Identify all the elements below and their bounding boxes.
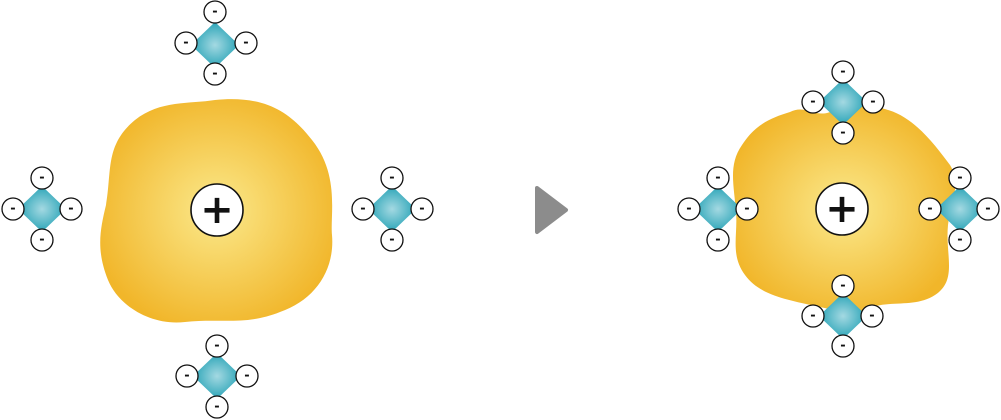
negative-sign: - xyxy=(840,126,845,141)
negative-sign: - xyxy=(869,309,874,324)
molecule-left: - - - - xyxy=(677,166,759,252)
negative-sign: - xyxy=(715,171,720,186)
positive-ion-center: + xyxy=(190,183,244,237)
negative-sign: - xyxy=(744,202,749,217)
negative-sign: - xyxy=(212,5,217,20)
positive-ion-center: + xyxy=(815,182,869,236)
negative-sign: - xyxy=(957,233,962,248)
molecule-top: - - - - xyxy=(174,0,258,86)
negative-sign: - xyxy=(985,202,990,217)
molecule-bottom: - - - - xyxy=(175,334,259,419)
negative-sign: - xyxy=(715,233,720,248)
molecule-right: - - - - xyxy=(351,166,434,252)
negative-sign: - xyxy=(810,95,815,110)
negative-sign: - xyxy=(39,171,44,186)
molecule-right: - - - - xyxy=(918,166,1000,252)
negative-sign: - xyxy=(870,95,875,110)
negative-sign: - xyxy=(244,369,249,384)
negative-sign: - xyxy=(389,233,394,248)
molecule-bottom: - - - - xyxy=(801,274,884,358)
molecule-left: - - - - xyxy=(1,166,83,252)
negative-sign: - xyxy=(840,279,845,294)
negative-sign: - xyxy=(214,400,219,415)
negative-sign: - xyxy=(183,36,188,51)
negative-sign: - xyxy=(957,171,962,186)
negative-sign: - xyxy=(184,369,189,384)
negative-sign: - xyxy=(10,202,15,217)
negative-sign: - xyxy=(686,202,691,217)
panel-after: + - - - - - - - - - - - - - - - xyxy=(677,60,1000,358)
negative-sign: - xyxy=(39,233,44,248)
negative-sign: - xyxy=(360,202,365,217)
positive-sign: + xyxy=(200,187,234,233)
panel-before: + - - - - - - - - - - - - - - - xyxy=(1,0,434,419)
molecule-top: - - - - xyxy=(801,60,885,145)
negative-sign: - xyxy=(840,65,845,80)
transition-arrow-icon xyxy=(535,186,568,234)
negative-sign: - xyxy=(68,202,73,217)
negative-sign: - xyxy=(243,36,248,51)
positive-sign: + xyxy=(825,186,859,232)
negative-sign: - xyxy=(212,67,217,82)
negative-sign: - xyxy=(840,339,845,354)
negative-sign: - xyxy=(419,202,424,217)
negative-sign: - xyxy=(810,309,815,324)
negative-sign: - xyxy=(214,339,219,354)
negative-sign: - xyxy=(927,202,932,217)
negative-sign: - xyxy=(389,171,394,186)
